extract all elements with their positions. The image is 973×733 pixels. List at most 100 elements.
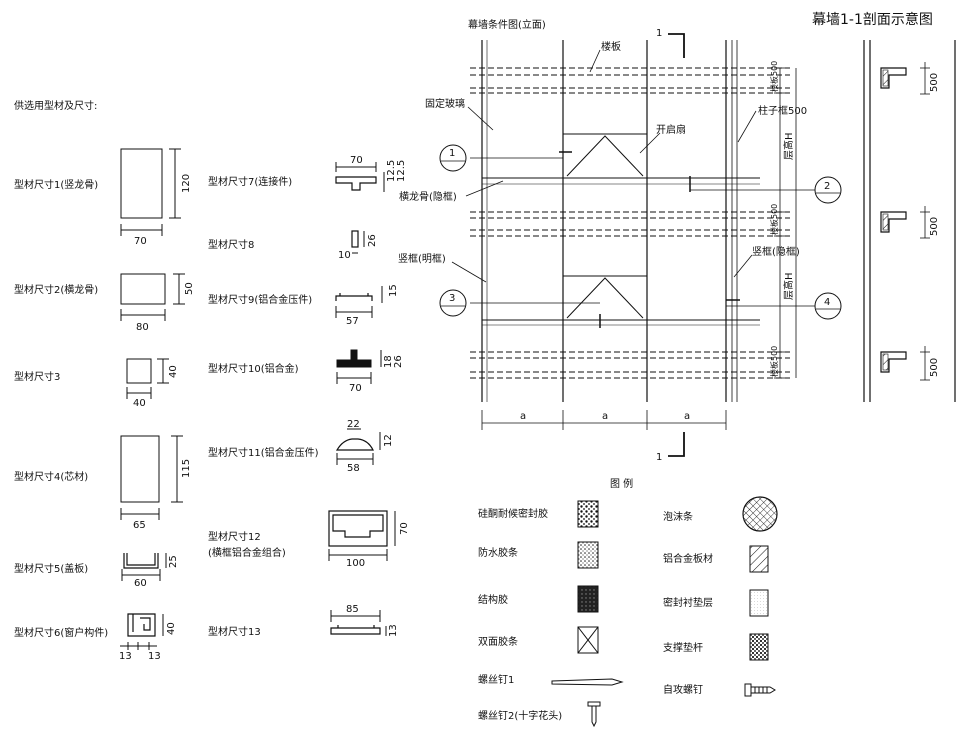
profile-shape-12 [328,510,396,561]
profile-dim-11a: 22 [347,419,360,430]
profile-dim-12b: 70 [399,522,410,535]
label-bay-a2: a [602,411,608,422]
profile-dim-6a: 13 [119,651,132,662]
profile-dim-6b: 13 [148,651,161,662]
profile-dim-5b: 25 [168,555,179,568]
legend-swatch-gasket [749,589,769,617]
profile-shape-8 [351,230,365,254]
profile-label-2: 型材尺寸2(横龙骨) [14,283,98,296]
profile-shape-1 [120,148,181,236]
label-mullion-exposed: 竖框(明框) [398,252,446,265]
label-floor-height-1: 层高H [782,132,795,160]
callout-2: 2 [824,181,830,192]
profile-shape-11 [335,428,381,465]
legend-swatch-structural [577,585,599,613]
profile-shape-10 [336,349,382,384]
label-open-sash: 开启扇 [656,123,686,136]
legend-label-gasket: 密封衬垫层 [663,596,713,609]
profile-dim-13b: 13 [388,624,399,637]
profile-dim-11b: 58 [347,463,360,474]
legend-swatch-aluminum [749,545,769,573]
profile-label-6: 型材尺寸6(窗户构件) [14,626,108,639]
profile-dim-12a: 100 [346,558,365,569]
profile-dim-6c: 40 [166,622,177,635]
legend-label-double-tape: 双面胶条 [478,635,518,648]
legend-label-support-rod: 支撑垫杆 [663,641,703,654]
profile-label-4: 型材尺寸4(芯材) [14,470,88,483]
profile-dim-1b: 120 [181,174,192,193]
profile-dim-13a: 85 [346,604,359,615]
callout-1: 1 [449,148,455,159]
label-floor-height-2: 层高H [782,272,795,300]
profile-shape-13 [330,610,387,636]
legend-swatch-screw2 [587,701,601,728]
profile-dim-4a: 65 [133,520,146,531]
profile-dim-2a: 80 [136,322,149,333]
legend-swatch-double-tape [577,626,599,654]
profile-label-5: 型材尺寸5(盖板) [14,562,88,575]
section-mark-bottom: 1 [656,452,662,463]
elevation-drawing [439,33,842,457]
profile-label-11: 型材尺寸11(铝合金压件) [208,446,319,459]
legend-swatch-self-tap [744,683,776,697]
profile-label-13: 型材尺寸13 [208,625,261,638]
profile-shape-9 [335,286,383,318]
legend-label-silicone: 硅酮耐候密封胶 [478,507,548,520]
legend-swatch-silicone [577,500,599,528]
profile-dim-8a: 10 [338,250,351,261]
profile-labels-middle: 型材尺寸7(连接件) 型材尺寸8 型材尺寸9(铝合金压件) 型材尺寸10(铝合金… [208,175,319,638]
profile-dim-11c: 12 [383,434,394,447]
label-slab-3: 楼板500 [769,346,779,377]
section-dim-3: 500 [929,358,940,377]
profile-label-7: 型材尺寸7(连接件) [208,175,292,188]
section-mark-top: 1 [656,28,662,39]
section-dim-2: 500 [929,217,940,236]
profile-dim-10a: 70 [349,383,362,394]
elevation-title: 幕墙条件图(立面) [468,18,546,31]
legend-swatch-support-rod [749,633,769,661]
profile-shape-5 [121,553,167,581]
profile-dim-7c: 12.5 [396,160,407,182]
label-slab-1: 楼板500 [769,61,779,92]
label-fixed-glass: 固定玻璃 [425,97,465,110]
profile-dim-5a: 60 [134,578,147,589]
profile-dim-9a: 57 [346,316,359,327]
profile-dim-9b: 15 [388,284,399,297]
label-floor-slab: 楼板 [601,40,621,53]
legend-title: 图 例 [610,477,633,490]
legend-swatch-waterproof [577,541,599,569]
profile-shape-3 [126,358,169,399]
legend-label-waterproof: 防水胶条 [478,546,518,559]
profile-shape-7 [335,162,385,192]
section-drawing [863,40,956,402]
label-mullion-hidden: 竖框(隐框) [752,245,800,258]
label-bay-a1: a [520,411,526,422]
profiles-intro: 供选用型材及尺寸: [14,99,97,112]
legend-label-screw2: 螺丝钉2(十字花头) [478,709,562,722]
label-slab-2: 楼板500 [769,204,779,235]
profile-dim-3a: 40 [133,398,146,409]
profile-dim-3b: 40 [168,365,179,378]
profile-dim-7b: 12.5 [386,160,397,182]
legend-swatch-foam [742,496,778,532]
profile-label-9: 型材尺寸9(铝合金压件) [208,293,312,306]
profile-label-3: 型材尺寸3 [14,370,60,383]
profile-label-8: 型材尺寸8 [208,238,254,251]
callout-3: 3 [449,293,455,304]
profile-shape-6 [120,613,164,650]
profile-label-10: 型材尺寸10(铝合金) [208,362,299,375]
profile-dim-7a: 70 [350,155,363,166]
profile-dim-4b: 115 [181,459,192,478]
page-title: 幕墙1-1剖面示意图 [812,11,933,28]
legend-label-screw1: 螺丝钉1 [478,674,514,686]
profile-label-12-sub: (横框铝合金组合) [208,546,286,559]
profile-dim-1a: 70 [134,236,147,247]
profile-dim-2b: 50 [184,282,195,295]
profile-dim-10c: 26 [393,355,404,368]
profile-label-1: 型材尺寸1(竖龙骨) [14,178,98,191]
section-dim-1: 500 [929,73,940,92]
label-column-frame: 柱子框500 [758,104,807,117]
legend-label-foam: 泡沫条 [663,510,693,523]
legend-label-self-tap: 自攻螺钉 [663,683,703,696]
